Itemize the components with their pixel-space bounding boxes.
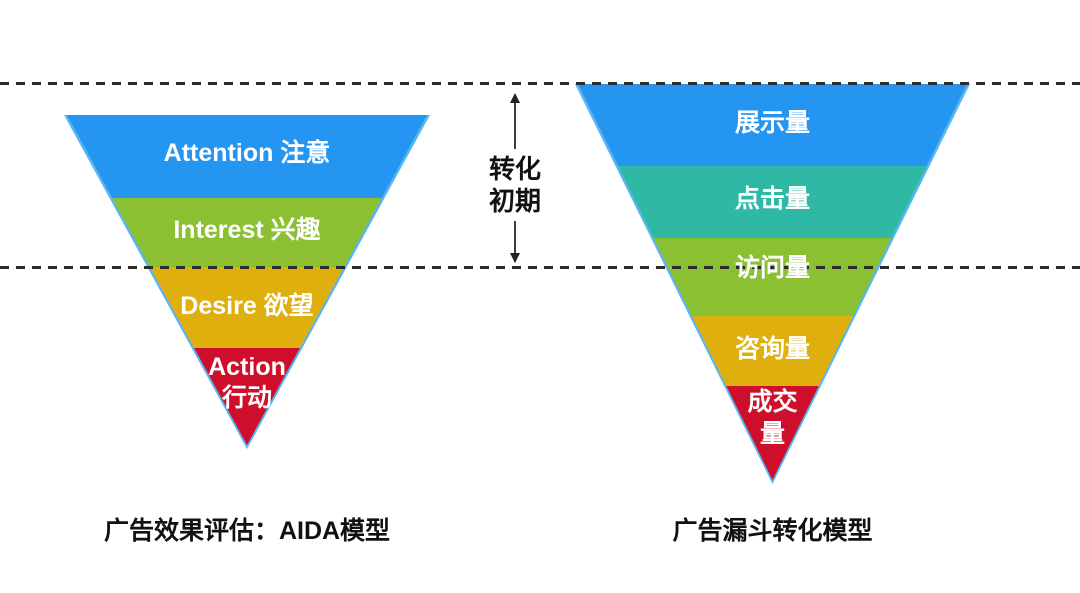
conversion-phase-label: 转化 初期 [465,149,565,221]
conversion-label-inquiries: 咨询量 [734,335,810,363]
aida-label-desire: Desire 欲望 [180,292,314,320]
arrow-down-icon [510,253,520,263]
conversion-label-impressions: 展示量 [734,109,810,137]
conversion-label-visits: 访问量 [734,254,810,282]
conversion-label-clicks: 点击量 [734,185,810,213]
aida-funnel-caption: 广告效果评估：AIDA模型 [103,517,391,545]
aida-label-interest: Interest 兴趣 [173,216,321,244]
conversion-layer-impressions [578,84,967,166]
conversion-funnel-caption: 广告漏斗转化模型 [672,517,873,545]
dashed-guideline-top [0,82,1080,85]
aida-layer-attention [67,115,427,198]
aida-label-attention: Attention 注意 [163,139,331,167]
conversion-label-transactions: 成交 量 [747,388,798,448]
arrow-up-icon [510,93,520,103]
dashed-guideline-middle [0,266,1080,269]
aida-label-action: Action 行动 [208,353,286,412]
